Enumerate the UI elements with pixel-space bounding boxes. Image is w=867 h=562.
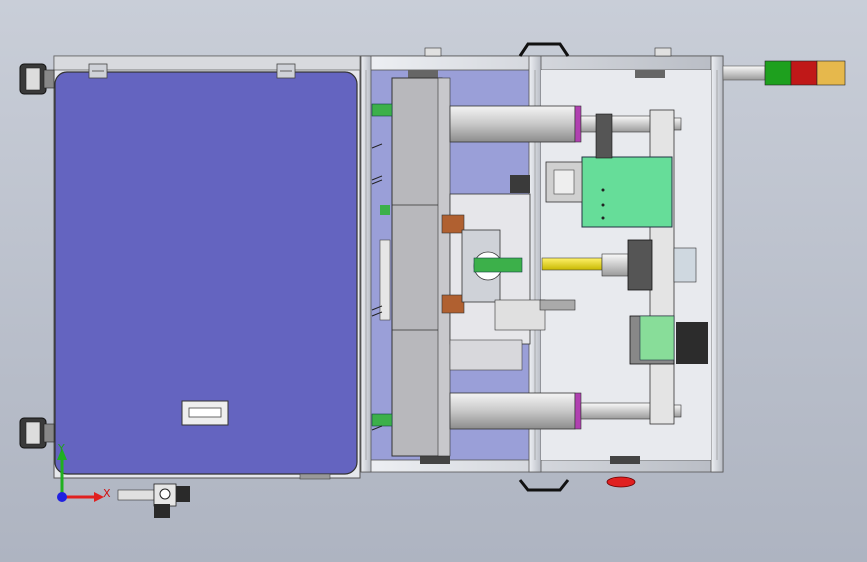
air-filter-regulator-icon xyxy=(117,483,190,518)
emergency-stop-icon xyxy=(606,476,636,488)
center-mechanism xyxy=(441,193,576,371)
coordinate-triad-icon: Y X xyxy=(57,442,111,502)
lower-actuator xyxy=(629,315,708,365)
carry-handle-icon xyxy=(518,479,570,492)
vertical-mounting-plate xyxy=(371,77,451,457)
hinge-icon xyxy=(276,63,296,79)
signal-tower-light-icon xyxy=(722,60,846,86)
electrical-cabinet xyxy=(53,55,361,480)
yellow-shaft xyxy=(541,239,697,291)
hinge-icon xyxy=(88,63,108,79)
carry-handle-icon xyxy=(518,42,570,57)
triad-y-label: Y xyxy=(57,442,65,455)
caster-wheel-icon xyxy=(19,63,55,95)
triad-x-label: X xyxy=(103,487,111,500)
cabinet-door-panel xyxy=(54,71,358,475)
servo-motor-block xyxy=(510,113,673,228)
cable-clips xyxy=(371,143,383,431)
caster-wheel-icon xyxy=(19,417,55,449)
pneumatic-cylinder-bottom xyxy=(449,392,682,430)
